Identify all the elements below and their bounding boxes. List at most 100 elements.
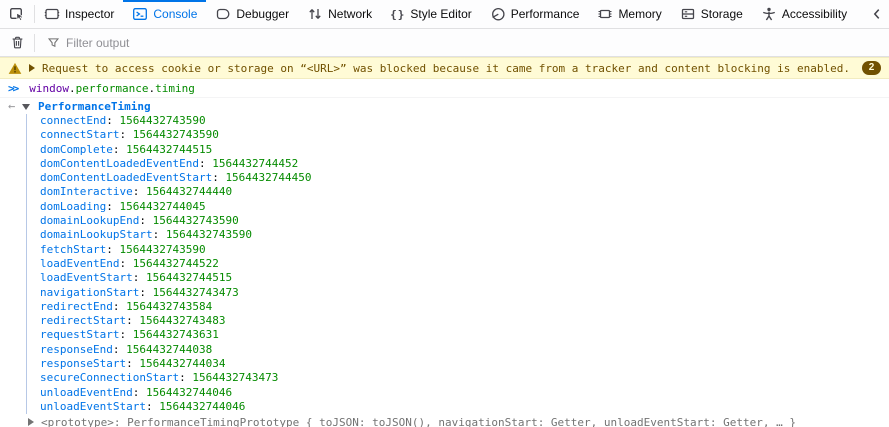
result-header-row: ← PerformanceTiming	[0, 98, 889, 114]
property-value: 1564432743483	[139, 314, 226, 328]
tab-performance[interactable]: Performance	[481, 0, 589, 28]
property-value: 1564432743631	[132, 328, 219, 342]
tab-storage[interactable]: Storage	[671, 0, 752, 28]
filter-input[interactable]	[66, 29, 889, 56]
repeat-count-badge: 2	[862, 61, 881, 75]
console-output: Request to access cookie or storage on “…	[0, 57, 889, 427]
performance-icon	[490, 6, 506, 22]
property-row: domainLookupEnd: 1564432743590	[0, 214, 889, 228]
property-row: loadEventEnd: 1564432744522	[0, 257, 889, 271]
property-row: fetchStart: 1564432743590	[0, 243, 889, 257]
tab-accessibility[interactable]: Accessibility	[752, 0, 856, 28]
property-value: 1564432743590	[152, 214, 239, 228]
property-value: 1564432743590	[119, 242, 206, 256]
property-value: 1564432744046	[159, 399, 246, 413]
property-name: responseStart	[40, 357, 127, 371]
property-name: loadEventStart	[40, 271, 133, 285]
property-name: unloadEventEnd	[40, 385, 133, 399]
property-row: navigationStart: 1564432743473	[0, 286, 889, 300]
property-value: 1564432743590	[119, 114, 206, 127]
property-name: domContentLoadedEventStart	[40, 171, 213, 185]
console-prompt-icon: >>	[8, 81, 19, 95]
command-token: .	[69, 81, 76, 95]
collapse-arrow-icon[interactable]	[22, 104, 30, 110]
property-colon: :	[112, 342, 127, 356]
tab-style-editor[interactable]: {}Style Editor	[381, 0, 481, 28]
command-token: window	[29, 81, 69, 95]
devtools-tab-bar: Inspector Console Debugger Network{}Style E…	[0, 0, 889, 29]
tab-console[interactable]: Console	[123, 0, 207, 28]
property-row: redirectEnd: 1564432743584	[0, 300, 889, 314]
tab-network[interactable]: Network	[298, 0, 381, 28]
property-row: connectStart: 1564432743590	[0, 128, 889, 142]
network-icon	[307, 6, 323, 22]
property-value: 1564432744038	[126, 342, 213, 356]
property-value: 1564432744046	[145, 385, 233, 399]
property-row: requestStart: 1564432743631	[0, 328, 889, 342]
property-name: domContentLoadedEventEnd	[40, 156, 199, 170]
property-colon: :	[106, 242, 120, 256]
property-row: domLoading: 1564432744045	[0, 200, 889, 214]
toolbar-separator	[34, 33, 35, 52]
expand-arrow-icon[interactable]	[29, 64, 35, 72]
property-name: fetchStart	[40, 242, 107, 256]
property-colon: :	[126, 357, 140, 371]
property-colon: :	[198, 156, 213, 170]
tab-memory[interactable]: Memory	[588, 0, 670, 28]
pick-element-button[interactable]	[0, 0, 34, 28]
property-value: 1564432743473	[192, 371, 279, 385]
property-value: 1564432744034	[139, 357, 226, 371]
warning-icon	[8, 62, 22, 75]
property-colon: :	[119, 128, 133, 142]
prototype-preview: <prototype>: PerformanceTimingPrototype …	[41, 415, 796, 427]
warning-message-row: Request to access cookie or storage on “…	[0, 57, 889, 79]
object-class-name[interactable]: PerformanceTiming	[38, 99, 151, 113]
property-name: domInteractive	[40, 185, 133, 199]
property-value: 1564432744450	[225, 171, 312, 185]
property-colon: :	[132, 185, 146, 199]
tab-label: Memory	[618, 7, 662, 21]
property-name: domainLookupStart	[40, 228, 153, 242]
tab-strip: Inspector Console Debugger Network{}Style E…	[35, 0, 856, 28]
tab-debugger[interactable]: Debugger	[206, 0, 298, 28]
debugger-icon	[215, 6, 231, 22]
chevron-left-icon[interactable]	[865, 0, 889, 28]
property-colon: :	[212, 171, 226, 185]
property-row: domContentLoadedEventEnd: 1564432744452	[0, 157, 889, 171]
inspector-icon	[44, 6, 60, 22]
property-name: domLoading	[40, 199, 107, 213]
property-colon: :	[106, 199, 120, 213]
tab-label: Console	[153, 7, 198, 21]
property-colon: :	[152, 228, 166, 242]
property-name: loadEventEnd	[40, 256, 120, 270]
trash-icon[interactable]	[0, 29, 34, 56]
property-name: navigationStart	[40, 285, 140, 299]
command-token: .	[148, 81, 156, 95]
prototype-row: <prototype>: PerformanceTimingPrototype …	[0, 414, 889, 427]
property-row: domainLookupStart: 1564432743590	[0, 228, 889, 242]
property-value: 1564432744452	[212, 156, 299, 170]
property-value: 1564432743584	[126, 299, 213, 313]
tab-label: Performance	[510, 7, 580, 21]
property-value: 1564432744045	[119, 199, 206, 213]
property-colon: :	[126, 314, 140, 328]
memory-icon	[597, 6, 613, 22]
property-colon: :	[145, 399, 160, 413]
property-colon: :	[139, 214, 153, 228]
tab-label: Accessibility	[781, 7, 848, 21]
expand-arrow-icon[interactable]	[28, 418, 34, 427]
tab-inspector[interactable]: Inspector	[35, 0, 123, 28]
tab-label: Debugger	[236, 7, 290, 21]
property-value: 1564432743590	[165, 228, 252, 242]
tab-label: Inspector	[65, 7, 115, 21]
property-value: 1564432743473	[152, 285, 239, 299]
tab-label: Style Editor	[410, 7, 472, 21]
property-name: connectEnd	[40, 114, 107, 127]
property-name: redirectStart	[40, 314, 127, 328]
filter-icon	[47, 29, 60, 56]
warning-message: Request to access cookie or storage on “…	[42, 61, 850, 75]
command-row: >> window.performance.timing	[0, 79, 889, 98]
toolbar-separator	[34, 5, 35, 23]
console-icon	[132, 6, 148, 22]
property-name: secureConnectionStart	[40, 371, 180, 385]
